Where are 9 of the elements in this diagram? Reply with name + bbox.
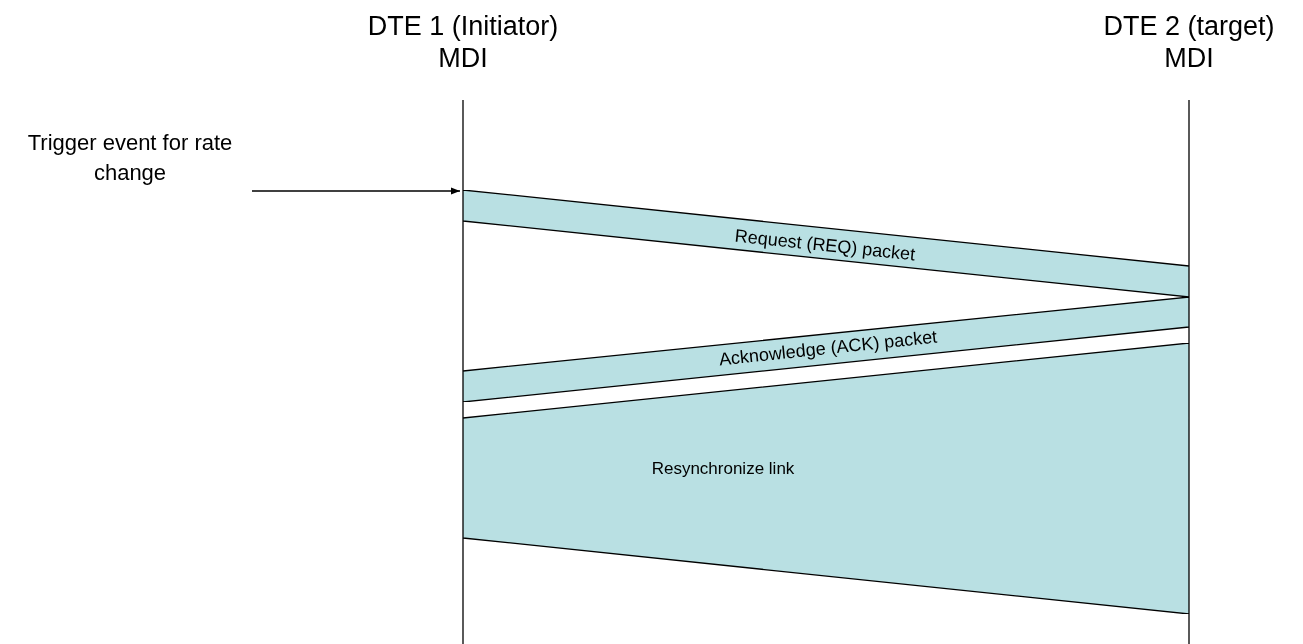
trigger-label: Trigger event for rate change bbox=[26, 129, 234, 187]
band-label: Request (REQ) packet bbox=[734, 226, 916, 264]
arrow bbox=[251, 187, 461, 195]
lifeline-heading: DTE 2 (target) bbox=[1103, 10, 1275, 42]
lifeline-heading: MDI bbox=[1164, 42, 1214, 74]
lifeline-heading: DTE 1 (Initiator) bbox=[367, 10, 559, 42]
band-label: Acknowledge (ACK) packet bbox=[718, 327, 938, 369]
band-label: Resynchronize link bbox=[651, 459, 795, 477]
lifeline-heading: MDI bbox=[438, 42, 488, 74]
